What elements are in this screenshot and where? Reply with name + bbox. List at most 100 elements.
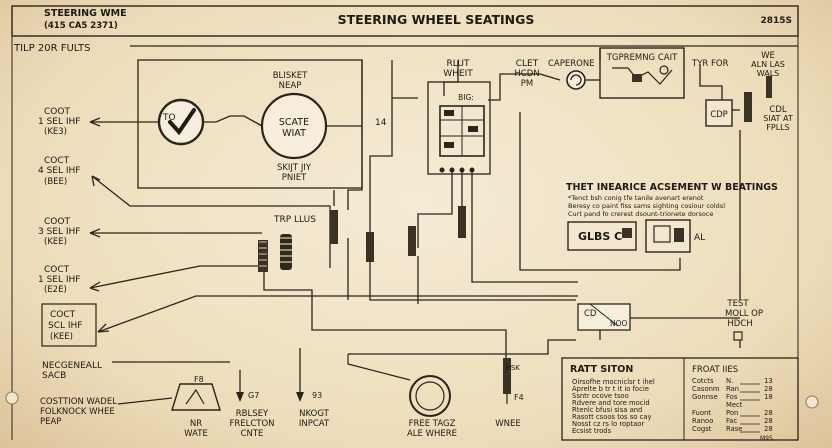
svg-text:1 SEL IHF: 1 SEL IHF [38, 275, 80, 285]
cdp-label: CDP [710, 110, 728, 120]
svg-text:COCT: COCT [50, 310, 76, 320]
spec-row: Fuont Pon 28 [692, 409, 773, 417]
coil-title: TRP LLUS [273, 215, 316, 225]
gauge-link [203, 115, 263, 127]
svg-text:NKOGT: NKOGT [299, 409, 329, 419]
spec-row: Cotcts N. 13 [692, 377, 773, 385]
header-left-line2: (415 CA5 2371) [44, 21, 118, 31]
cdl-label-2: SIAT AT [763, 114, 793, 123]
svg-text:(KE3): (KE3) [44, 127, 67, 137]
svg-text:NR: NR [190, 419, 202, 429]
svg-text:RBLSEY: RBLSEY [236, 409, 269, 419]
section-title: TILP 20R FULTS [13, 43, 90, 54]
side-fuse [766, 76, 772, 98]
svg-text:Casonm: Casonm [692, 385, 720, 393]
svg-text:Ecsist trods: Ecsist trods [572, 427, 612, 435]
relay-title-1: RLUT [447, 59, 470, 69]
caperone-sensor [566, 70, 586, 90]
svg-text:Ranoo: Ranoo [692, 417, 713, 425]
clet-label-3: PM [521, 79, 533, 89]
input-wires [89, 117, 578, 333]
svg-text:Pon: Pon [726, 409, 738, 417]
gauge-label-1: SCATE [279, 117, 309, 128]
test-label-3: HDCH [727, 319, 752, 329]
clet-label-1: CLET [516, 59, 539, 69]
we-label-3: WALS [757, 69, 779, 78]
svg-text:4 SEL IHF: 4 SEL IHF [38, 166, 80, 176]
svg-text:Mect: Mect [726, 401, 743, 409]
svg-text:Rdvere and tore mocid: Rdvere and tore mocid [572, 399, 650, 407]
resistor-2 [366, 232, 374, 262]
svg-text:28: 28 [764, 425, 773, 433]
al-label: AL [694, 233, 705, 243]
svg-text:3 SEL IHF: 3 SEL IHF [38, 227, 80, 237]
diagram-title: STEERING WHEEL SEATINGS [338, 12, 535, 27]
binder-hole-right [805, 395, 819, 409]
svg-text:Rasott csoos tos so cay: Rasott csoos tos so cay [572, 413, 652, 421]
svg-text:1 SEL IHF: 1 SEL IHF [38, 117, 80, 127]
gauge-top-label-2: NEAP [279, 81, 302, 91]
bottom-label-2c: PEAP [40, 417, 61, 427]
timing-node [659, 65, 669, 75]
svg-text:G7: G7 [248, 391, 259, 400]
svg-text:Rase: Rase [726, 425, 742, 433]
we-label-1: WE [761, 51, 775, 61]
svg-text:(BEE): (BEE) [44, 177, 67, 187]
free-wheel-ring: FREE TAGZ ALE WHERE [347, 354, 457, 439]
svg-text:COCT: COCT [44, 156, 70, 166]
svg-text:(KEE): (KEE) [50, 332, 73, 342]
wnee-label: WNEE [495, 419, 521, 429]
gauge-bottom-label-2: PNIET [282, 173, 307, 183]
check-icon [168, 108, 196, 136]
binder-hole-left [5, 391, 19, 405]
bottom-label-1b: SACB [42, 371, 66, 381]
svg-text:CNTE: CNTE [241, 429, 264, 439]
svg-text:28: 28 [764, 385, 773, 393]
coil-2 [280, 234, 292, 270]
svg-text:WATE: WATE [184, 429, 208, 439]
relay-title-2: WHEIT [443, 69, 473, 79]
info-title: THET INEARICE ACSEMENT W BEATINGS [566, 182, 778, 193]
info-line-3: Curt pand fo crerest dsount-trionete dor… [568, 210, 713, 218]
f4-tag: F4 [514, 393, 524, 402]
gauge-label-2: WIAT [282, 128, 306, 139]
info-line-2: Beresy co paint fiss sams sighting cosio… [568, 202, 725, 210]
svg-text:93: 93 [312, 391, 322, 400]
relay-block [427, 81, 491, 175]
input-label-3: COOT 3 SEL IHF (KEE) [38, 217, 80, 247]
svg-text:Cotcts: Cotcts [692, 377, 714, 385]
cd-module [577, 303, 631, 331]
info-panel: THET INEARICE ACSEMENT W BEATINGS *Tenct… [566, 182, 778, 253]
info-component-chip [622, 228, 632, 238]
info-box-text: GLBS C [578, 230, 622, 243]
timing-chip [632, 74, 642, 82]
relay-label: BIG: [458, 93, 474, 102]
we-label-2: ALN LAS [751, 60, 785, 69]
svg-text:ALE WHERE: ALE WHERE [407, 429, 457, 439]
cdl-label-1: CDL [769, 105, 786, 115]
nr-wire [117, 397, 173, 405]
spec-row: Cogst Rase 28 [692, 425, 773, 433]
bottom-label-2b: FOLKNOCK WHEE [40, 407, 115, 417]
test-label-1: TEST [726, 299, 749, 309]
svg-text:Nosst cz rs lo roptaor: Nosst cz rs lo roptaor [572, 420, 644, 428]
nokt-unit: 93 NKOGT INPCAT [296, 378, 330, 429]
coil-1 [258, 240, 268, 272]
nr-sensor: F8 NR WATE [171, 375, 221, 439]
svg-text:N.: N. [726, 377, 733, 385]
svg-text:COOT: COOT [44, 107, 70, 117]
svg-text:Rtenlc bfusi sisa and: Rtenlc bfusi sisa and [572, 406, 642, 414]
resistor-3 [408, 226, 416, 256]
svg-text:Ssntr ocove tsoo: Ssntr ocove tsoo [572, 392, 629, 400]
m95-tag: M95 [760, 435, 773, 442]
cd-label: CD [584, 309, 597, 319]
clet-label-2: HCDN [514, 69, 539, 79]
spec-row: Gonnse Fos 18 [692, 393, 773, 401]
svg-text:Aprelte b tr t it io focie: Aprelte b tr t it io focie [572, 385, 649, 393]
resistor-4 [458, 206, 466, 238]
test-terminal [733, 331, 743, 341]
spec-list-title: FROAT IIES [692, 365, 738, 375]
spec-row: Casonm Ran 28 [692, 385, 773, 393]
input-label-4: COCT 1 SEL IHF (E2E) [38, 265, 80, 295]
svg-text:Gonnse: Gonnse [692, 393, 718, 401]
